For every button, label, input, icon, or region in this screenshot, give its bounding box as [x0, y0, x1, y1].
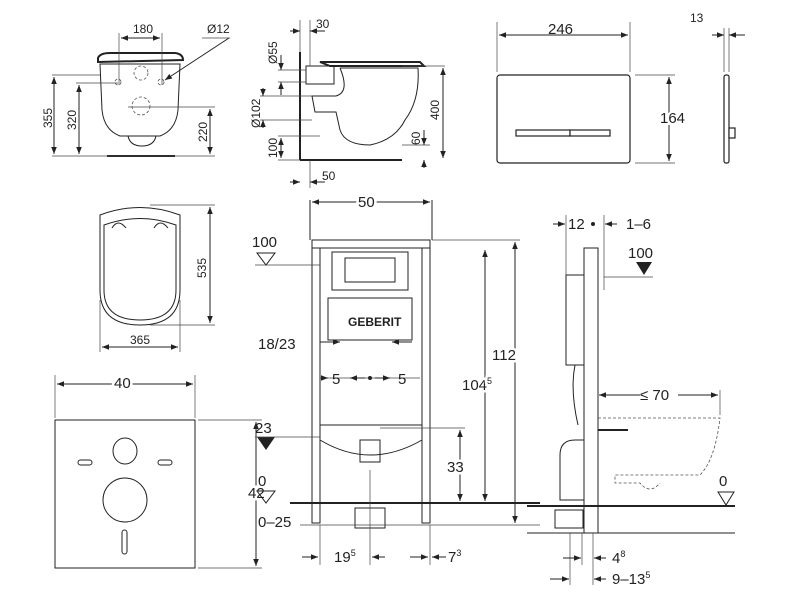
dim-13: 13 — [690, 11, 704, 25]
dim-220: 220 — [196, 122, 210, 142]
dim-355: 355 — [41, 108, 55, 128]
level-0: 0 — [719, 473, 727, 490]
dim-1-6: 1–6 — [626, 216, 651, 233]
dim-320: 320 — [65, 110, 79, 130]
level-23: 23 — [255, 420, 272, 437]
flush-plate-view: 246 164 13 — [496, 11, 745, 164]
dim-42: 42 — [248, 485, 265, 502]
frame-front-view: GEBERIT 50 100 18/23 5 5 23 33 0 0–25 11… — [252, 192, 540, 566]
frame-side-view: 12 1–6 100 ≤ 70 0 48 9–135 — [527, 215, 735, 588]
flush-plate-profile — [723, 74, 730, 164]
front-bowl-view: 180 Ø12 355 320 220 — [41, 22, 230, 157]
side-bowl-view: 30 Ø55 Ø102 100 50 60 400 — [249, 17, 446, 188]
geberit-logo: GEBERIT — [348, 315, 402, 329]
dim-d12: Ø12 — [207, 22, 230, 36]
flush-button-right — [569, 129, 611, 137]
dim-365: 365 — [130, 333, 150, 347]
dim-5-right: 5 — [398, 371, 406, 388]
dim-19-5: 195 — [334, 548, 356, 566]
dim-12: 12 — [568, 216, 585, 233]
inlet-circle — [133, 65, 149, 81]
dim-d55: Ø55 — [266, 41, 280, 64]
dim-112: 112 — [492, 347, 516, 364]
dim-104-5: 1045 — [462, 376, 492, 394]
dim-400: 400 — [428, 100, 442, 120]
dim-4-8: 48 — [612, 549, 625, 567]
level-100: 100 — [628, 245, 653, 262]
bowl-seat — [97, 52, 185, 64]
bowl-outlet — [127, 135, 157, 147]
dim-40: 40 — [114, 375, 131, 392]
dim-9-13-5: 9–135 — [612, 570, 650, 588]
dim-50: 50 — [358, 194, 375, 211]
dim-60: 60 — [409, 131, 423, 145]
sound-plate-view: 40 42 — [54, 373, 267, 569]
dim-18-23: 18/23 — [258, 336, 296, 353]
level-100: 100 — [252, 234, 277, 251]
outlet-circle — [131, 96, 151, 116]
sound-plate — [54, 419, 196, 569]
bowl-top-view: 535 365 — [99, 204, 215, 352]
dim-180: 180 — [133, 22, 153, 36]
range-0-25: 0–25 — [258, 514, 291, 531]
bowl-body — [99, 63, 181, 137]
flush-plate — [496, 74, 631, 164]
dim-33: 33 — [447, 459, 464, 476]
dim-50: 50 — [322, 169, 336, 183]
dim-164: 164 — [660, 110, 685, 127]
dim-max-70: ≤ 70 — [640, 387, 669, 404]
dim-5-left: 5 — [332, 371, 340, 388]
flush-button-left — [515, 129, 571, 137]
dim-246: 246 — [548, 21, 573, 38]
dim-30: 30 — [316, 17, 330, 31]
dim-7-3: 73 — [448, 548, 461, 566]
dim-d102: Ø102 — [249, 98, 263, 128]
level-0: 0 — [258, 473, 266, 490]
dim-535: 535 — [195, 258, 209, 278]
dim-100: 100 — [266, 138, 280, 158]
